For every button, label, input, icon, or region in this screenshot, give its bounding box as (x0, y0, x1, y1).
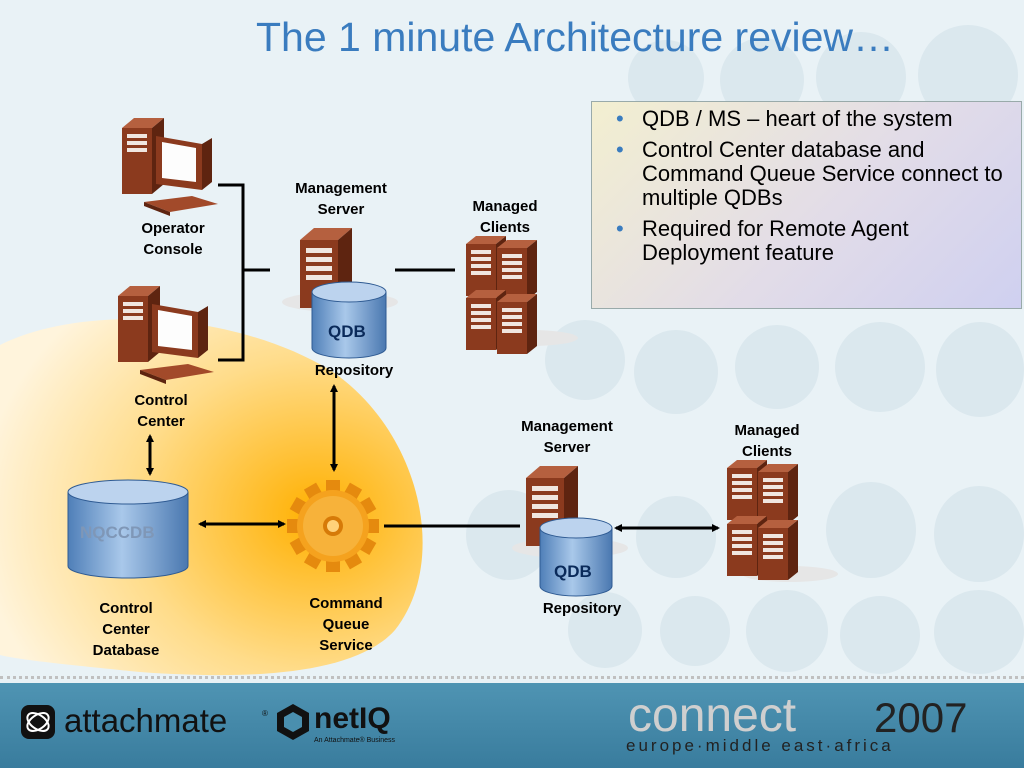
nqccdb-label: NQCCDB (80, 523, 155, 542)
netiq-logo-icon (277, 704, 309, 740)
background-circle (746, 590, 828, 672)
qdb-2-label: QDB (554, 562, 592, 581)
orange-highlight-area (0, 319, 423, 676)
connect-region: europe·middle east·africa (626, 736, 894, 755)
bullet-panel: •QDB / MS – heart of the system •Control… (591, 101, 1022, 309)
bullet-dot-icon: • (616, 137, 624, 162)
control-center-computer-icon (118, 286, 214, 384)
command-queue-service-gear-icon (287, 480, 379, 572)
background-circle (835, 322, 925, 412)
bullet-dot-icon: • (616, 216, 624, 241)
background-circle (840, 596, 920, 674)
bullet-item: •Required for Remote Agent Deployment fe… (616, 216, 909, 265)
managed-client-icon (758, 520, 798, 580)
qdb-database-2-icon (539, 517, 613, 597)
bullet-item: •Control Center database and Command Que… (616, 137, 1003, 210)
background-circle (636, 496, 716, 578)
qdb-database-1-icon (311, 281, 387, 359)
footer-bar (0, 683, 1024, 768)
background-circle (826, 482, 916, 578)
repository-1-label: Repository (314, 362, 394, 379)
console-bracket-connector (218, 183, 245, 362)
background-circle (660, 596, 730, 666)
background-circle (936, 322, 1024, 417)
background-circle (634, 330, 718, 414)
slide-title: The 1 minute Architecture review… (255, 14, 895, 60)
bullet-dot-icon: • (616, 106, 624, 131)
operator-console-computer-icon (122, 118, 218, 216)
background-circle (735, 325, 819, 409)
netiq-wordmark: netIQ (314, 702, 391, 735)
bullet-item: •QDB / MS – heart of the system (616, 106, 953, 131)
netiq-tagline: An Attachmate® Business (314, 737, 396, 744)
qdb-1-label: QDB (328, 322, 366, 341)
repository-2-label: Repository (542, 600, 622, 617)
background-circle (568, 592, 642, 668)
managed-client-icon (497, 294, 537, 354)
attachmate-wordmark: attachmate (64, 702, 228, 739)
connect-wordmark: connect (628, 689, 797, 742)
attachmate-logo-icon (21, 705, 55, 739)
attachmate-trademark: ® (262, 709, 268, 718)
background-circle (934, 486, 1024, 582)
nqccdb-database-icon (67, 479, 189, 579)
connect-year: 2007 (874, 694, 968, 741)
background-circle (934, 590, 1024, 674)
managed-client-icon (758, 464, 798, 524)
footer-dotted-divider (0, 676, 1024, 679)
